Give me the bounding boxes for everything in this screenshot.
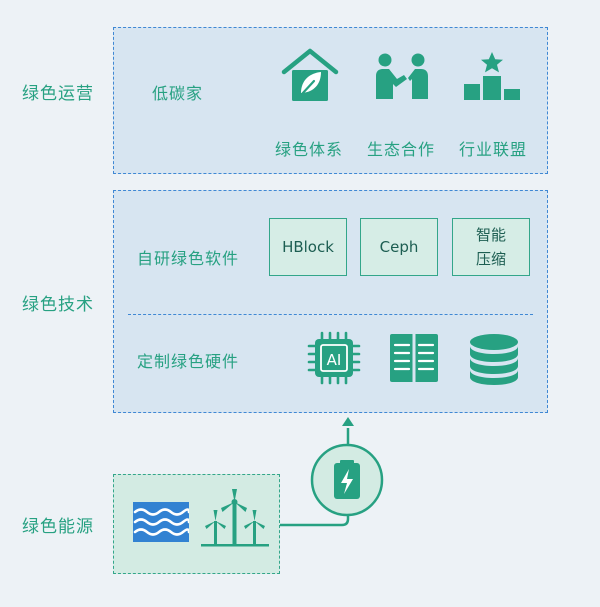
software-box-ceph: Ceph [360, 218, 438, 276]
ai-chip-icon: AI [307, 331, 361, 385]
section-label-operation: 绿色运营 [22, 84, 94, 104]
operation-panel [113, 27, 548, 174]
water-wave-icon [133, 502, 189, 542]
section-label-technology: 绿色技术 [22, 295, 94, 315]
caption-industry-alliance: 行业联盟 [458, 140, 527, 159]
hardware-label: 定制绿色硬件 [137, 352, 240, 371]
software-label: 自研绿色软件 [137, 249, 240, 268]
operation-sub-label: 低碳家 [152, 84, 204, 103]
database-icon [470, 334, 518, 385]
software-box-smart-line2: 压缩 [475, 250, 506, 268]
house-leaf-icon [281, 48, 339, 101]
ai-chip-text: AI [327, 351, 342, 369]
software-box-ceph-label: Ceph [379, 238, 419, 256]
technology-divider [128, 314, 533, 315]
battery-charge-icon [310, 443, 384, 517]
podium-star-icon [464, 52, 520, 100]
software-box-smart-compression: 智能 压缩 [452, 218, 530, 276]
handshake-people-icon [376, 53, 428, 99]
section-label-energy: 绿色能源 [22, 517, 94, 537]
server-rack-icon [390, 334, 438, 382]
wind-turbine-icon [201, 489, 269, 547]
caption-green-system: 绿色体系 [274, 140, 343, 159]
software-box-hblock-label: HBlock [282, 238, 334, 256]
software-box-hblock: HBlock [269, 218, 347, 276]
caption-eco-cooperation: 生态合作 [366, 140, 435, 159]
software-box-smart-line1: 智能 [475, 226, 506, 244]
